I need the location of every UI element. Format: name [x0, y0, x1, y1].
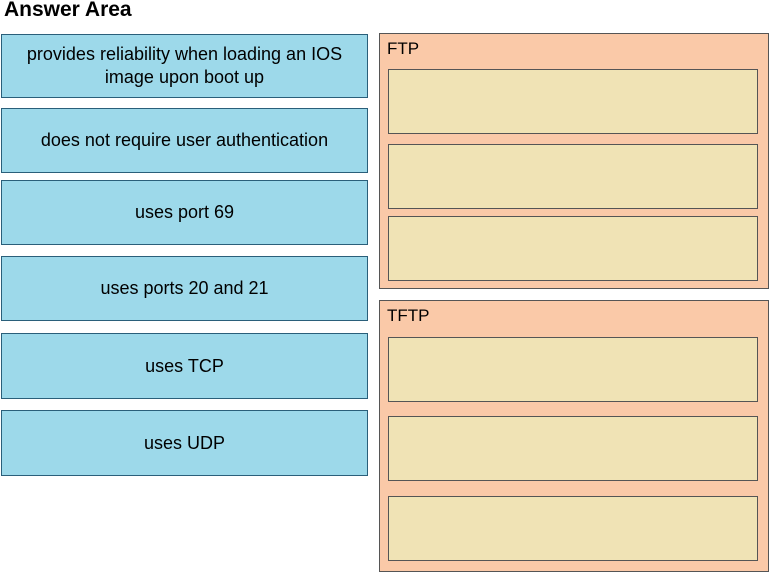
- tftp-drop-slot[interactable]: [388, 416, 758, 481]
- option-provides-reliability[interactable]: provides reliability when loading an IOS…: [1, 34, 368, 98]
- answer-area-title: Answer Area: [4, 0, 132, 21]
- target-group-tftp: TFTP: [379, 300, 769, 572]
- option-label: uses UDP: [143, 432, 226, 453]
- option-label: uses port 69: [134, 202, 235, 222]
- ftp-drop-slot[interactable]: [388, 144, 758, 209]
- option-label: provides reliability when loading an IOS…: [26, 44, 343, 87]
- target-group-ftp: FTP: [379, 33, 769, 289]
- tftp-drop-slot[interactable]: [388, 337, 758, 402]
- tftp-drop-slot[interactable]: [388, 496, 758, 561]
- option-uses-udp[interactable]: uses UDP: [1, 410, 368, 476]
- option-port-69[interactable]: uses port 69: [1, 180, 368, 245]
- option-ports-20-21[interactable]: uses ports 20 and 21: [1, 256, 368, 321]
- target-label-ftp: FTP: [387, 39, 420, 58]
- option-label: does not require user authentication: [40, 130, 329, 150]
- option-label: uses TCP: [145, 355, 224, 376]
- option-no-user-authentication[interactable]: does not require user authentication: [1, 108, 368, 173]
- option-uses-tcp[interactable]: uses TCP: [1, 333, 368, 399]
- ftp-drop-slot[interactable]: [388, 216, 758, 281]
- option-label: uses ports 20 and 21: [100, 278, 269, 298]
- target-label-tftp: TFTP: [387, 306, 430, 325]
- ftp-drop-slot[interactable]: [388, 69, 758, 134]
